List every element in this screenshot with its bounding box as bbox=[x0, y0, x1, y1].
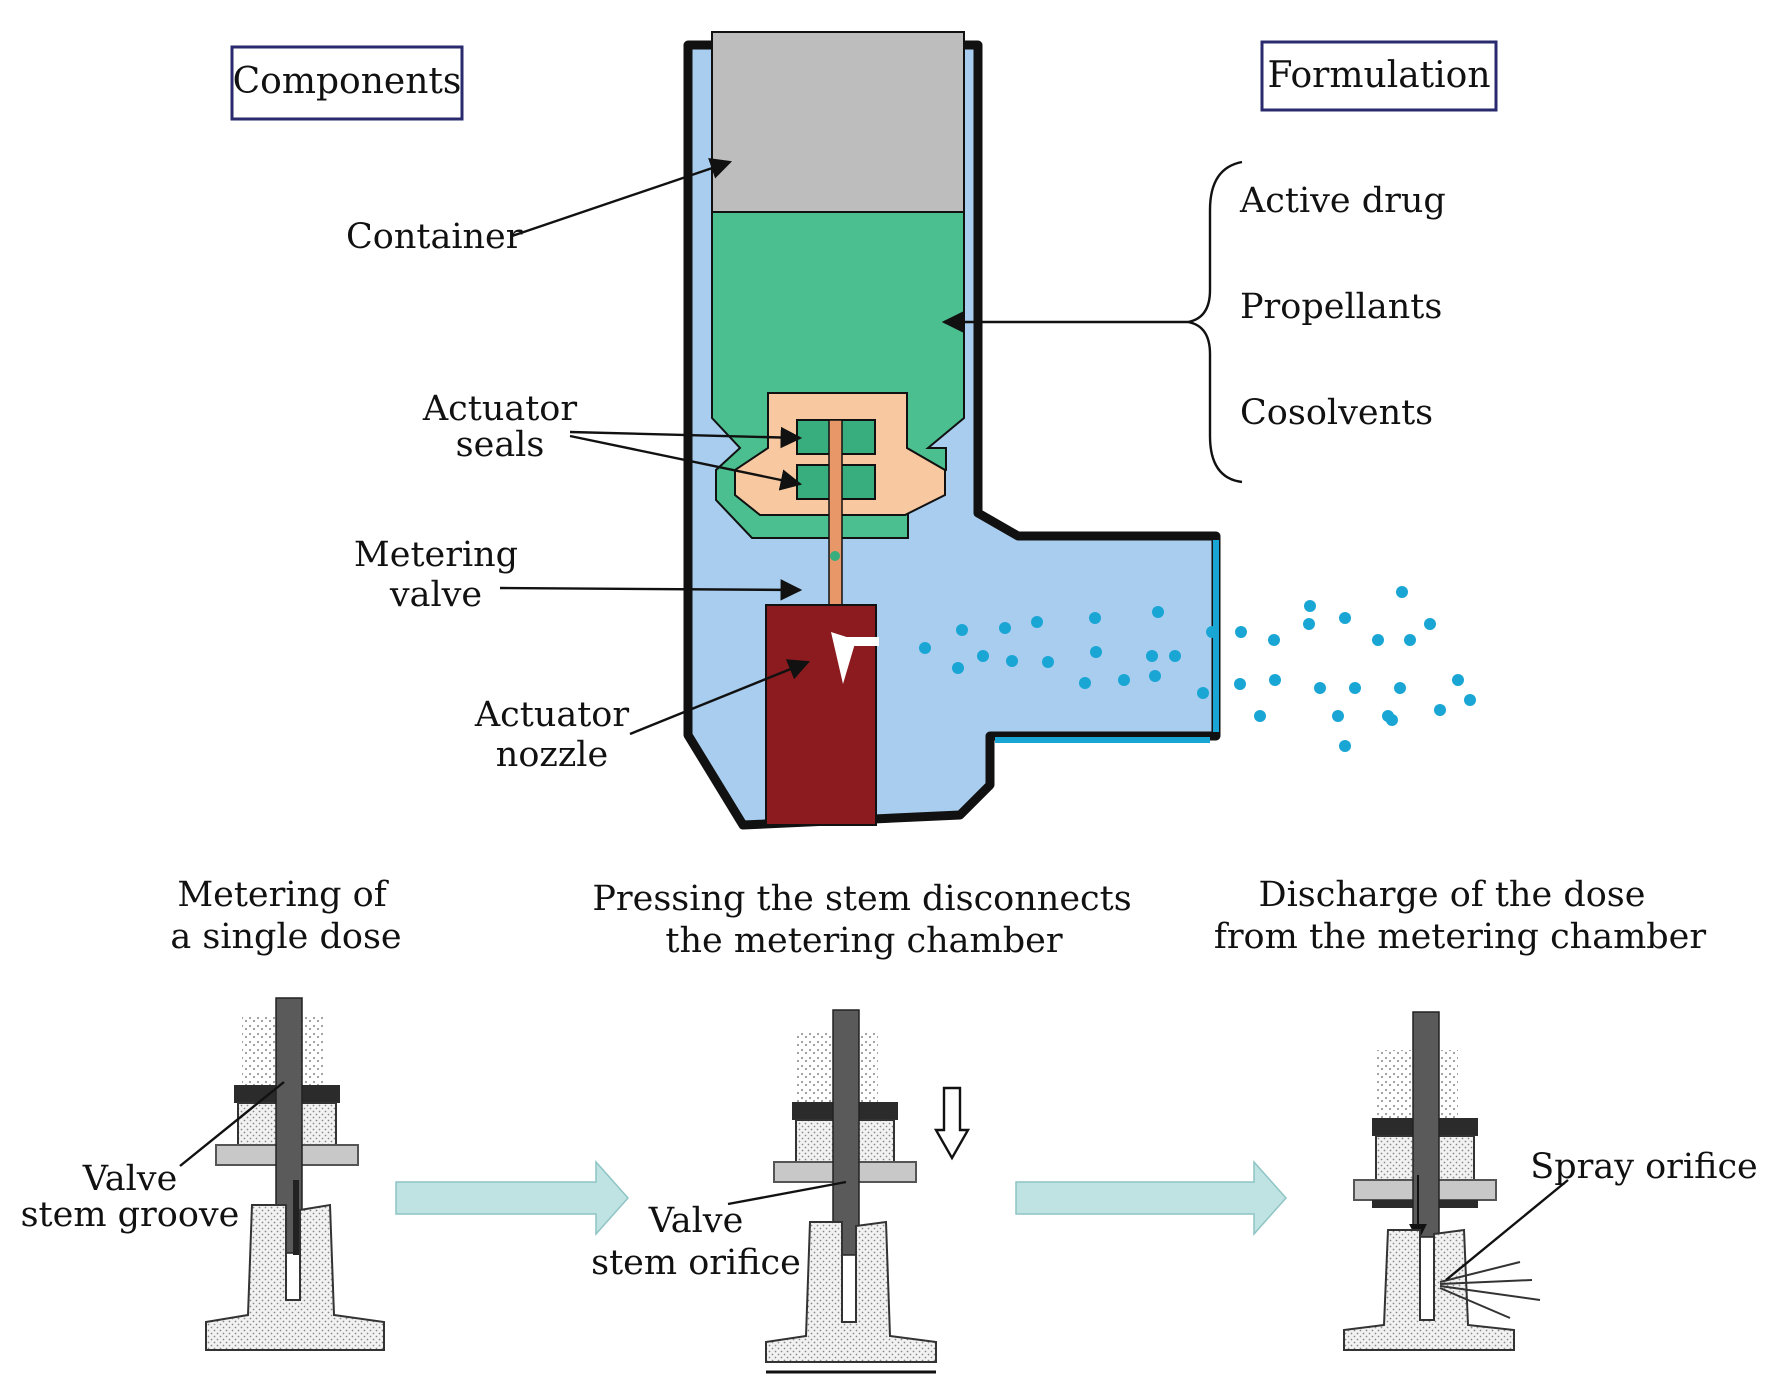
step2-valve-stem bbox=[832, 1009, 860, 1256]
components-header-box bbox=[230, 45, 464, 121]
step3-spray-plume bbox=[1439, 1261, 1541, 1319]
step1-title-line1: Metering of bbox=[177, 875, 389, 915]
spray-droplet bbox=[952, 662, 964, 674]
container-canister bbox=[711, 31, 965, 213]
spray-droplet bbox=[1042, 656, 1054, 668]
step2-actuator-base bbox=[765, 1220, 937, 1363]
step1-to-step2-arrow bbox=[395, 1160, 630, 1236]
spray-droplet bbox=[1386, 714, 1398, 726]
spray-droplet bbox=[1304, 600, 1316, 612]
spray-droplet bbox=[1079, 677, 1091, 689]
spray-droplet bbox=[1452, 674, 1464, 686]
actuator-nozzle-label-line1: Actuator bbox=[474, 695, 629, 735]
step2-callout-line1: Valve bbox=[648, 1201, 744, 1241]
step2-callout-leader bbox=[727, 1180, 847, 1206]
formulation-item-active-drug: Active drug bbox=[1239, 181, 1446, 221]
spray-droplet bbox=[1303, 618, 1315, 630]
actuator-nozzle-label-line2: nozzle bbox=[496, 735, 608, 775]
spray-droplet bbox=[1146, 650, 1158, 662]
formulation-item-propellants: Propellants bbox=[1240, 287, 1442, 327]
spray-droplet bbox=[1372, 634, 1384, 646]
spray-droplet bbox=[1339, 612, 1351, 624]
step2-callout-line2: stem orifice bbox=[591, 1243, 801, 1283]
spray-droplet bbox=[1031, 616, 1043, 628]
step3-title-line2: from the metering chamber bbox=[1214, 917, 1707, 957]
spray-droplet bbox=[1464, 694, 1476, 706]
metering-valve-label-line2: valve bbox=[389, 575, 482, 615]
spray-droplet bbox=[1149, 670, 1161, 682]
formulation-header: Formulation bbox=[1260, 40, 1498, 112]
spray-droplet bbox=[1152, 606, 1164, 618]
spray-droplet bbox=[1434, 704, 1446, 716]
metering-valve-label-line1: Metering bbox=[354, 535, 518, 575]
spray-droplet bbox=[1396, 586, 1408, 598]
spray-droplet bbox=[956, 624, 968, 636]
spray-droplet bbox=[1394, 682, 1406, 694]
spray-droplet bbox=[1269, 674, 1281, 686]
nozzle-orifice-channel bbox=[843, 637, 879, 646]
step1-valve-sketch: Valve stem groove bbox=[21, 997, 385, 1351]
step1-actuator-base bbox=[205, 1203, 385, 1351]
container-label: Container bbox=[346, 217, 523, 257]
spray-droplet bbox=[1234, 678, 1246, 690]
spray-droplet bbox=[1118, 674, 1130, 686]
spray-droplets bbox=[919, 586, 1476, 752]
step3-callout-leader bbox=[1445, 1179, 1569, 1281]
formulation-header-box bbox=[1260, 40, 1498, 112]
step3-valve-stem bbox=[1412, 1011, 1440, 1238]
spray-droplet bbox=[1424, 618, 1436, 630]
metering-valve-leader bbox=[499, 579, 803, 601]
spray-droplet bbox=[919, 642, 931, 654]
spray-droplet bbox=[1206, 626, 1218, 638]
step1-callout-line1: Valve bbox=[82, 1159, 178, 1199]
step1-title-line2: a single dose bbox=[170, 917, 401, 957]
stem-groove-dot bbox=[830, 551, 840, 561]
step2-press-arrow bbox=[933, 1086, 971, 1161]
spray-droplet bbox=[1404, 634, 1416, 646]
actuator-seals-label-line2: seals bbox=[456, 425, 545, 465]
spray-droplet bbox=[1332, 710, 1344, 722]
container-leader bbox=[511, 158, 733, 238]
step3-actuator-base bbox=[1343, 1228, 1515, 1351]
step2-title-line2: the metering chamber bbox=[665, 921, 1062, 961]
formulation-brace bbox=[1187, 160, 1243, 484]
spray-droplet bbox=[1006, 655, 1018, 667]
spray-droplet bbox=[1089, 612, 1101, 624]
formulation-item-cosolvents: Cosolvents bbox=[1240, 393, 1433, 433]
step1-stem-groove bbox=[293, 1180, 299, 1255]
step3-title-line1: Discharge of the dose bbox=[1259, 875, 1646, 915]
spray-droplet bbox=[999, 622, 1011, 634]
step2-title-line1: Pressing the stem disconnects bbox=[592, 879, 1131, 919]
spray-droplet bbox=[1090, 646, 1102, 658]
spray-droplet bbox=[1349, 682, 1361, 694]
spray-droplet bbox=[1268, 634, 1280, 646]
step3-callout-line1: Spray orifice bbox=[1530, 1147, 1758, 1187]
spray-droplet bbox=[977, 650, 989, 662]
spray-droplet bbox=[1235, 626, 1247, 638]
spray-droplet bbox=[1197, 687, 1209, 699]
step3-valve-sketch: Spray orifice bbox=[1343, 1011, 1758, 1351]
actuator-seals-leader-upper bbox=[569, 426, 803, 449]
step2-valve-sketch: Valve stem orifice bbox=[591, 1009, 971, 1374]
formulation-header-label: Formulation bbox=[1267, 55, 1490, 96]
spray-droplet bbox=[1314, 682, 1326, 694]
step1-callout-line2: stem groove bbox=[21, 1195, 240, 1235]
actuator-nozzle-leader bbox=[629, 659, 811, 736]
actuator-seals-leader-lower bbox=[569, 434, 803, 491]
step2-to-step3-arrow bbox=[1015, 1160, 1288, 1236]
spray-droplet bbox=[1339, 740, 1351, 752]
spray-droplet bbox=[1169, 650, 1181, 662]
components-header-label: Components bbox=[233, 61, 462, 102]
spray-droplet bbox=[1254, 710, 1266, 722]
actuator-seals-label-line1: Actuator bbox=[422, 389, 577, 429]
components-header: Components bbox=[230, 45, 464, 121]
step1-callout-leader bbox=[179, 1081, 285, 1167]
